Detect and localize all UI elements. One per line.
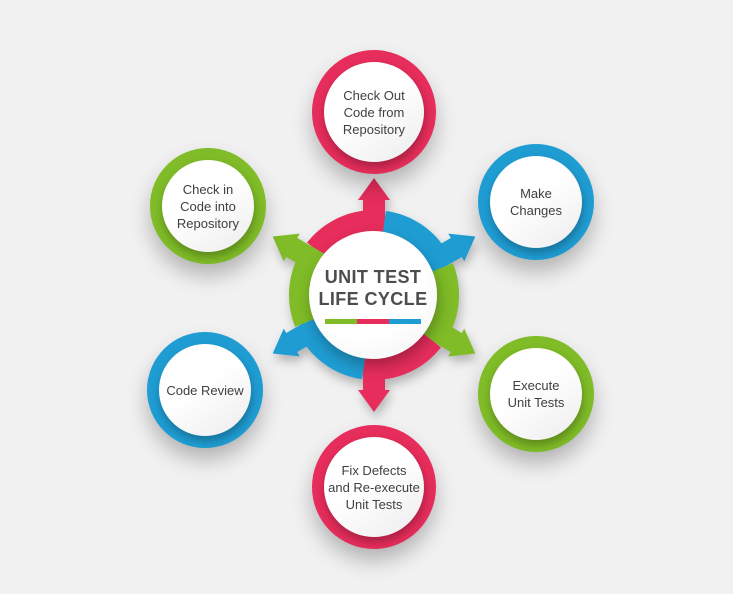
center-underline xyxy=(325,319,421,324)
node-label: Code Review xyxy=(166,382,244,398)
node-inner-circle: Make Changes xyxy=(490,156,582,248)
center-hub-circle: UNIT TEST LIFE CYCLE xyxy=(309,231,437,359)
node-inner-circle: Check Out Code from Repository xyxy=(324,62,424,162)
node-inner-circle: Code Review xyxy=(159,344,251,436)
arrow-head-icon xyxy=(358,178,390,233)
node-execute-unit-tests: Execute Unit Tests xyxy=(478,336,594,452)
node-label: Check Out Code from Repository xyxy=(342,87,406,137)
arrow-head-icon xyxy=(272,233,326,274)
node-label: Fix Defects and Re-execute Unit Tests xyxy=(328,462,420,512)
center-title-line1: UNIT TEST xyxy=(324,267,422,287)
node-inner-circle: Fix Defects and Re-execute Unit Tests xyxy=(324,437,424,537)
node-inner-circle: Check in Code into Repository xyxy=(162,160,254,252)
arrow-head-icon xyxy=(358,357,390,412)
cycle-arrow-top xyxy=(307,178,390,257)
cycle-arrow-bottom-left xyxy=(272,316,366,380)
underline-segment-blue xyxy=(389,319,421,324)
arrow-head-icon xyxy=(272,316,326,357)
node-inner-circle: Execute Unit Tests xyxy=(490,348,582,440)
arrow-head-icon xyxy=(422,233,476,274)
node-fix-defects: Fix Defects and Re-execute Unit Tests xyxy=(312,425,436,549)
arrow-head-icon xyxy=(422,316,476,357)
cycle-arrow-bottom xyxy=(358,333,441,412)
cycle-arrow-top-right xyxy=(382,210,476,274)
node-label: Execute Unit Tests xyxy=(507,378,565,410)
node-make-changes: Make Changes xyxy=(478,144,594,260)
node-check-in-code: Check in Code into Repository xyxy=(150,148,266,264)
underline-segment-red xyxy=(357,319,389,324)
center-title-line2: LIFE CYCLE xyxy=(318,289,428,309)
node-check-out-code: Check Out Code from Repository xyxy=(312,50,436,174)
cycle-arrow-top-left xyxy=(272,233,326,327)
node-code-review: Code Review xyxy=(147,332,263,448)
node-label: Make Changes xyxy=(509,186,563,218)
node-label: Check in Code into Repository xyxy=(176,181,240,231)
cycle-arrow-bottom-right xyxy=(422,263,476,357)
underline-segment-green xyxy=(325,319,357,324)
